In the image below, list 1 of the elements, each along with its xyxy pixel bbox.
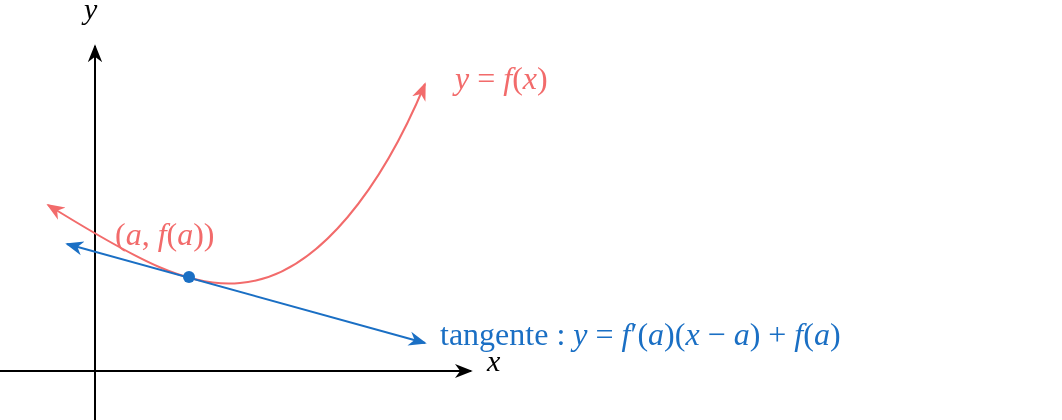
point-label: (a, f(a)) [115,218,215,250]
